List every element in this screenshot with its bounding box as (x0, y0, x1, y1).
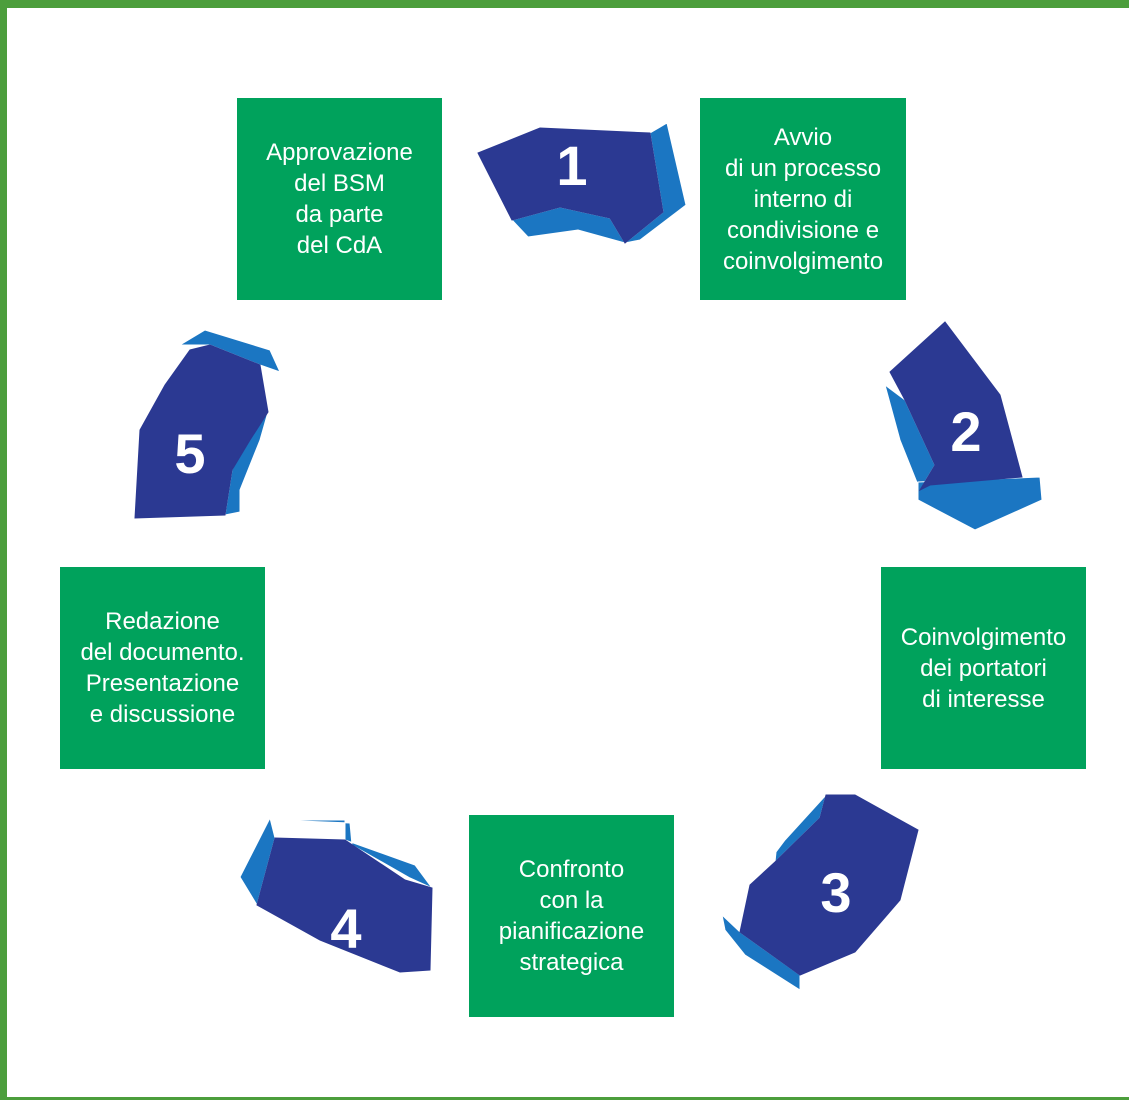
arrow-4-number: 4 (330, 897, 361, 960)
arrow-2-number: 2 (950, 400, 981, 463)
step-2-box: Coinvolgimento dei portatori di interess… (881, 567, 1086, 769)
arrow-1-number: 1 (556, 134, 587, 197)
arrow-5-icon: 5 (134, 329, 281, 519)
arrow-4-icon: 4 (239, 816, 434, 973)
arrow-5-number: 5 (174, 422, 205, 485)
arrow-3-number: 3 (820, 861, 851, 924)
arrow-2-icon: 2 (884, 321, 1043, 531)
step-3-box: Confronto con la pianificazione strategi… (469, 815, 674, 1017)
arrow-3-icon: 3 (721, 794, 919, 991)
arrow-1-icon: 1 (477, 122, 687, 244)
step-1-box: Avvio di un processo interno di condivis… (700, 98, 906, 300)
step-4-box: Redazione del documento. Presentazione e… (60, 567, 265, 769)
step-5-box: Approvazione del BSM da parte del CdA (237, 98, 442, 300)
